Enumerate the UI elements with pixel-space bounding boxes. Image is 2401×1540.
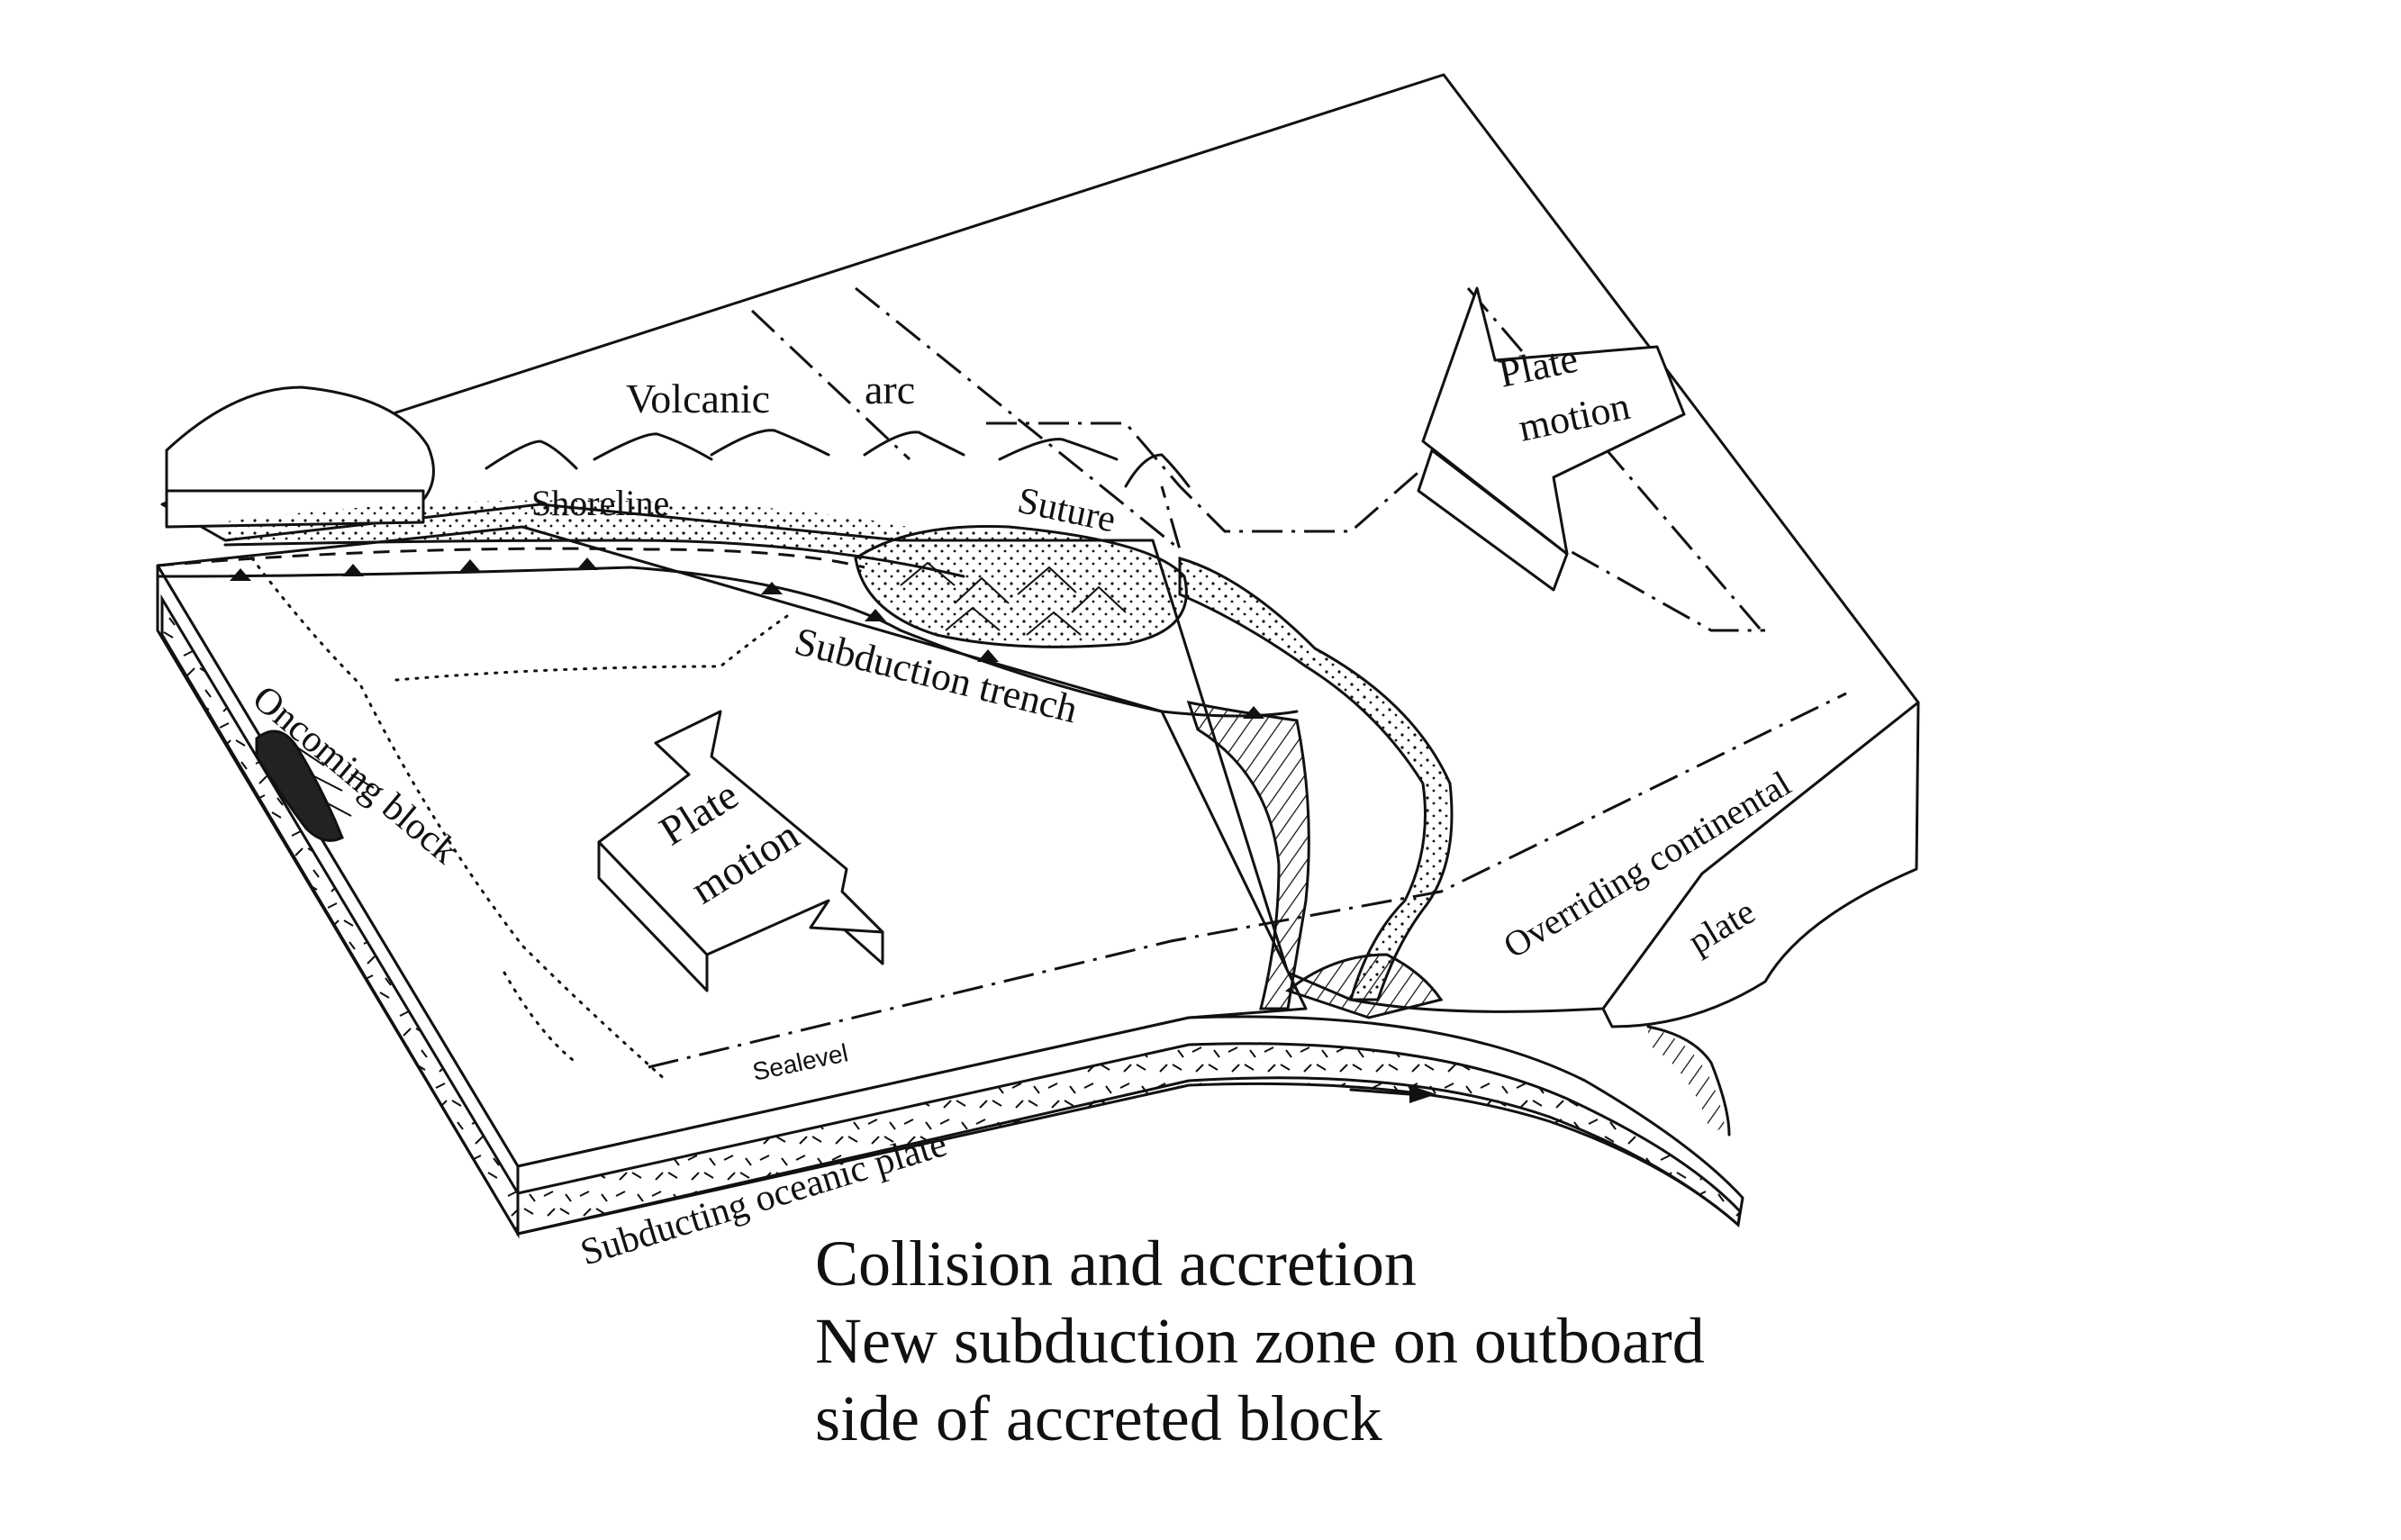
caption-line-1: Collision and accretion <box>815 1227 1417 1300</box>
suture-zone <box>854 524 1188 648</box>
dashdot-line-2 <box>855 286 1182 554</box>
dashdot-sealevel <box>648 692 1847 1069</box>
caption-line-2: New subduction zone on outboard <box>815 1305 1705 1377</box>
forearc-hatching-2 <box>1284 953 1444 1019</box>
accreted-block <box>165 385 435 524</box>
shoreline-band <box>221 500 964 576</box>
suture-hills <box>900 561 1127 636</box>
overriding-plate-side <box>1601 701 1920 1028</box>
collision-arrow-lower <box>1349 1088 1411 1096</box>
figure-caption: Collision and accretion New subduction z… <box>815 1225 1705 1457</box>
dashdot-line-3 <box>986 421 1765 632</box>
dashdot-line-4 <box>1466 287 1767 636</box>
continental-edge-fault <box>1646 1025 1731 1137</box>
volcanic-arc-peaks <box>485 429 1191 488</box>
oncoming-block-mass <box>255 729 344 842</box>
subducting-slab-crust <box>516 1042 1742 1236</box>
continental-edge-hatch <box>1648 1027 1725 1135</box>
collision-arrow-lower-head <box>1409 1085 1436 1103</box>
shoreline-label: Shoreline <box>531 483 669 523</box>
forearc-hatching <box>1186 701 1310 1010</box>
plate-motion-arrow-right <box>1421 286 1686 556</box>
caption-line-3: side of accreted block <box>815 1382 1382 1454</box>
subduction-trench-line <box>156 566 1299 718</box>
volcanic-label: Volcanic <box>626 376 770 421</box>
arc-label: arc <box>865 367 915 412</box>
dashdot-line-1 <box>750 309 911 461</box>
plate-motion-arrow-left <box>597 710 884 956</box>
dotted-contour-1 <box>250 557 668 1083</box>
dotted-contour-2 <box>394 611 794 682</box>
oncoming-block-detail <box>296 747 375 817</box>
